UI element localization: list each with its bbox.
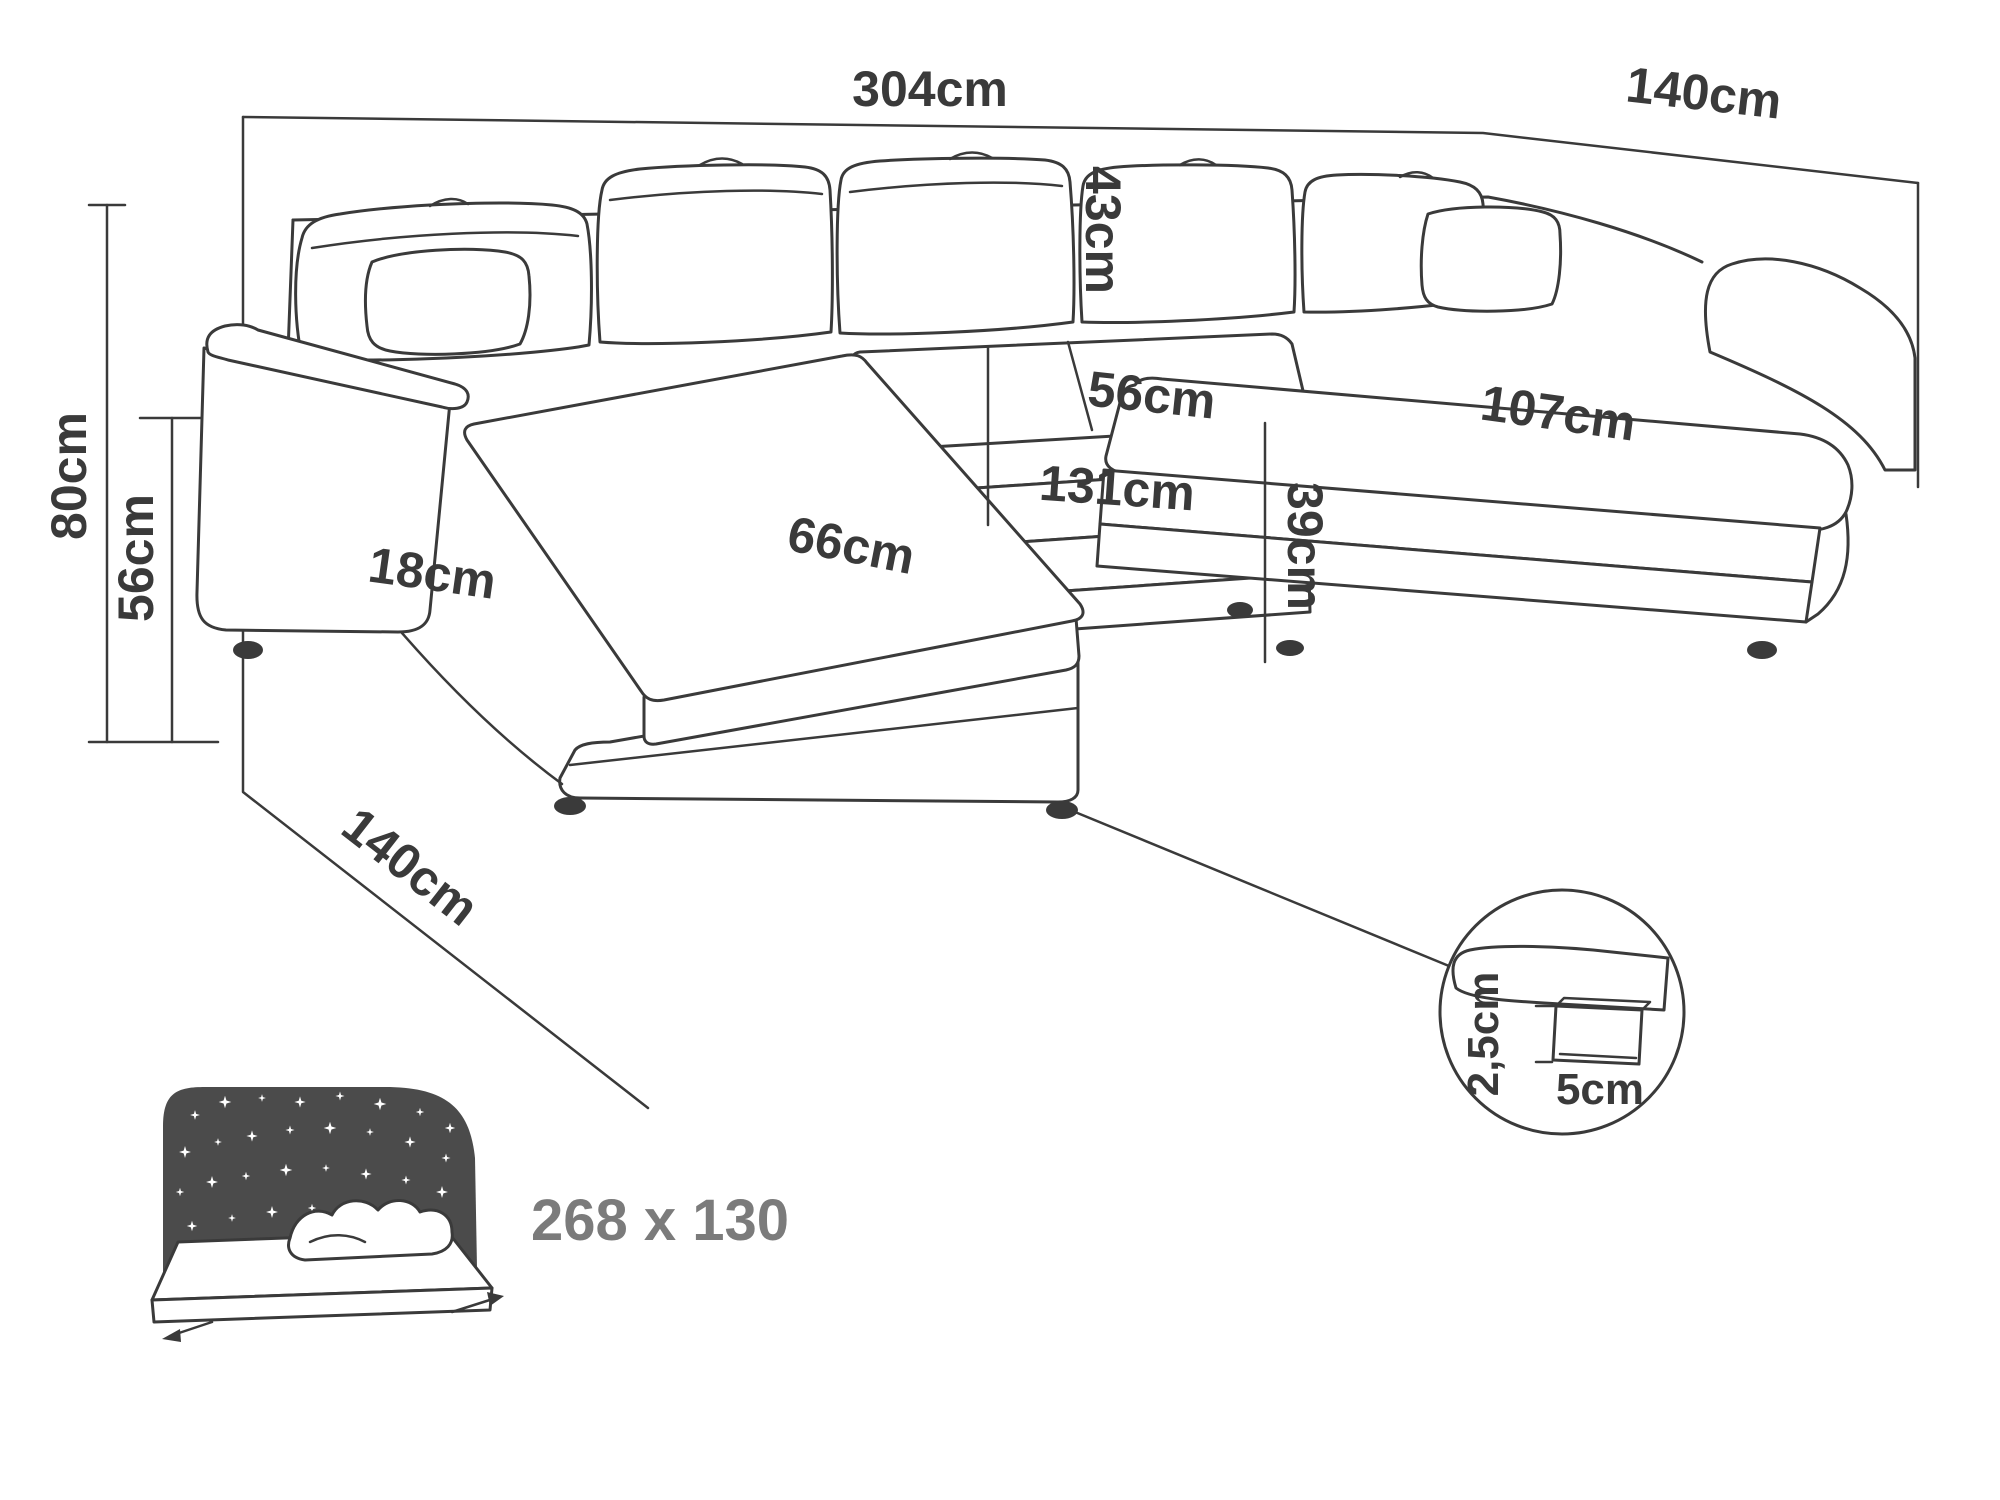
left-chaise bbox=[400, 353, 1085, 804]
sleeping-area-label: 268 x 130 bbox=[531, 1188, 789, 1253]
leg-detail-circle bbox=[1438, 888, 1686, 1136]
right-pillow bbox=[1419, 205, 1563, 313]
dim-leg-height-label: 2,5cm bbox=[1459, 972, 1508, 1097]
unfold-arrow-icons bbox=[162, 1292, 504, 1342]
dim-top-right-depth-label: 140cm bbox=[1623, 56, 1784, 129]
sofa-back-frame bbox=[286, 195, 1704, 354]
dim-top-width-label: 304cm bbox=[852, 61, 1008, 117]
left-armrest bbox=[195, 323, 470, 634]
dim-middle-seat-width-label: 131cm bbox=[1038, 455, 1197, 522]
interior-measure-lines bbox=[986, 345, 1267, 664]
dim-leg-width-label: 5cm bbox=[1556, 1065, 1644, 1114]
right-armrest bbox=[1703, 257, 1917, 472]
dim-left-depth-label: 140cm bbox=[332, 797, 489, 937]
leader-line bbox=[1073, 810, 1451, 968]
height-measure-lines bbox=[87, 203, 220, 744]
dim-overall-height-label: 80cm bbox=[41, 412, 97, 540]
left-pillow bbox=[363, 247, 532, 356]
dim-back-cushion-width-label: 56cm bbox=[1085, 361, 1218, 430]
sofa-bed-icon bbox=[150, 1087, 504, 1342]
dim-armrest-height-label: 56cm bbox=[108, 494, 164, 622]
dim-back-cushion-height-label: 43cm bbox=[1075, 166, 1131, 294]
sofa-leg-detail bbox=[1551, 1004, 1644, 1066]
right-chaise bbox=[1095, 376, 1854, 624]
blanket-icon bbox=[287, 1199, 454, 1262]
dim-seat-front-height-label: 39cm bbox=[1277, 482, 1333, 610]
decorative-pillows bbox=[363, 205, 1563, 356]
sofa-feet bbox=[233, 602, 1777, 819]
mattress-front bbox=[150, 1286, 494, 1324]
